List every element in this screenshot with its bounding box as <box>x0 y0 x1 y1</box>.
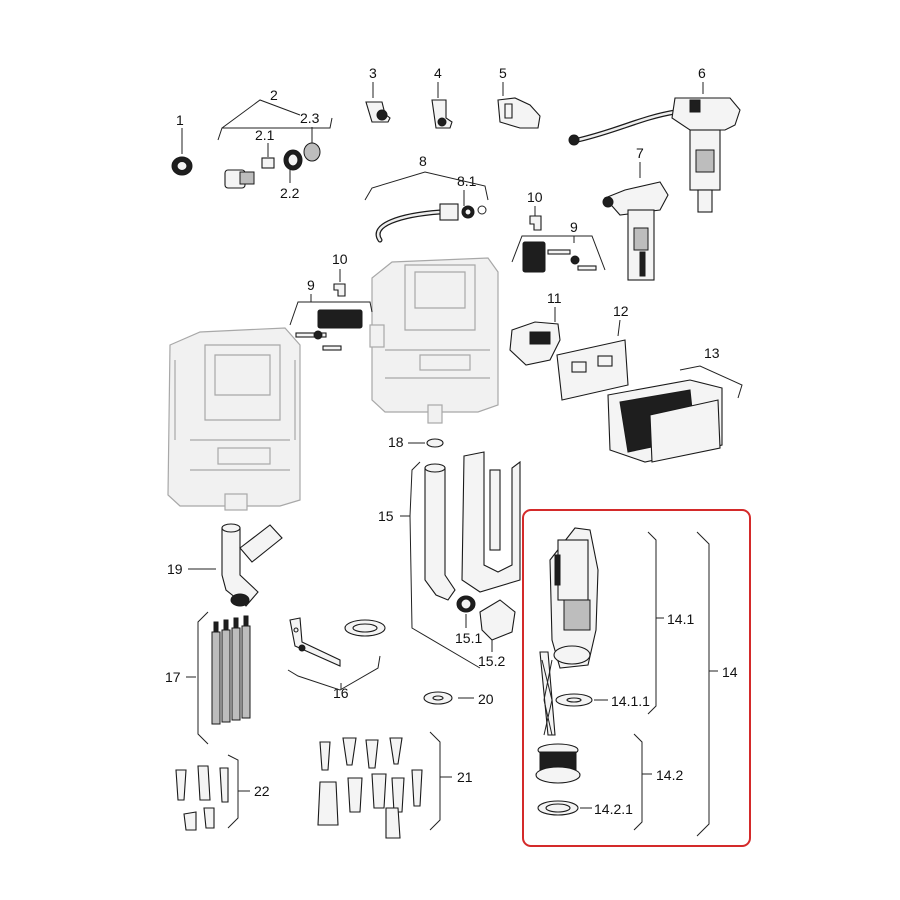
part-4-elbow: 4 <box>431 65 453 129</box>
label-6: 6 <box>698 65 706 81</box>
part-12-mounting-frame: 12 <box>556 303 629 401</box>
label-14-2: 14.2 <box>656 767 683 783</box>
part-9-left-fixing-set: 9 <box>289 277 373 351</box>
part-3-angle-valve: 3 <box>365 65 391 123</box>
label-8: 8 <box>419 153 427 169</box>
label-8-1: 8.1 <box>457 173 477 189</box>
cistern-frame-center <box>369 257 499 424</box>
label-9-left: 9 <box>307 277 315 293</box>
part-5-bracket: 5 <box>497 65 541 129</box>
label-14: 14 <box>722 664 738 680</box>
label-18: 18 <box>388 434 404 450</box>
label-9-right: 9 <box>570 219 578 235</box>
label-3: 3 <box>369 65 377 81</box>
label-2-1: 2.1 <box>255 127 275 143</box>
label-12: 12 <box>613 303 629 319</box>
part-7-fill-valve: 7 <box>602 145 669 281</box>
highlight-box-part-14 <box>522 509 751 847</box>
part-15-1-ring: 15.1 <box>455 595 482 646</box>
part-11-bracket-block: 11 <box>509 290 562 366</box>
part-10-left-clip: 10 <box>332 251 348 297</box>
label-21: 21 <box>457 769 473 785</box>
part-18-seal: 18 <box>388 434 444 450</box>
label-20: 20 <box>478 691 494 707</box>
label-5: 5 <box>499 65 507 81</box>
part-15-2-sleeve: 15.2 <box>478 599 516 669</box>
part-17-strips: 17 <box>165 611 251 745</box>
label-11: 11 <box>547 290 562 306</box>
label-7: 7 <box>636 145 644 161</box>
label-14-1-1: 14.1.1 <box>611 693 650 709</box>
part-8-connector-hose: 8 8.1 <box>364 153 489 243</box>
label-14-1: 14.1 <box>667 611 694 627</box>
label-15: 15 <box>378 508 394 524</box>
part-1-cap: 1 <box>171 112 193 176</box>
label-4: 4 <box>434 65 442 81</box>
cistern-frame-left <box>167 327 301 511</box>
label-2-3: 2.3 <box>300 110 320 126</box>
part-2-valve-group: 2 2.1 2.3 2.2 <box>217 87 333 201</box>
part-13-actuator-plate: 13 <box>607 345 743 463</box>
label-2-2: 2.2 <box>280 185 300 201</box>
label-2: 2 <box>270 87 278 103</box>
label-15-2: 15.2 <box>478 653 505 669</box>
part-14-flush-valve-assembly <box>535 527 599 816</box>
part-22-clips: 22 <box>175 754 270 831</box>
label-14-2-1: 14.2.1 <box>594 801 633 817</box>
part-21-fasteners: 21 <box>317 731 473 839</box>
part-9-right-fixing-set: 9 <box>511 219 606 273</box>
part-16-mounting-kit: 16 <box>287 617 386 701</box>
part-15-flush-pipe: 15 <box>378 451 521 669</box>
part-6-fill-valve-hose: 6 <box>568 65 741 213</box>
label-19: 19 <box>167 561 183 577</box>
part-20-washer: 20 <box>423 691 494 707</box>
label-10-right: 10 <box>527 189 543 205</box>
label-22: 22 <box>254 783 270 799</box>
part-19-flush-bend: 19 <box>167 523 283 607</box>
label-17: 17 <box>165 669 181 685</box>
part-14-leaders: 14.1 14.1.1 14.2 14.2.1 14 <box>580 531 738 837</box>
label-15-1: 15.1 <box>455 630 482 646</box>
part-10-right-clip: 10 <box>527 189 543 231</box>
label-10-left: 10 <box>332 251 348 267</box>
label-1: 1 <box>176 112 184 128</box>
label-13: 13 <box>704 345 720 361</box>
